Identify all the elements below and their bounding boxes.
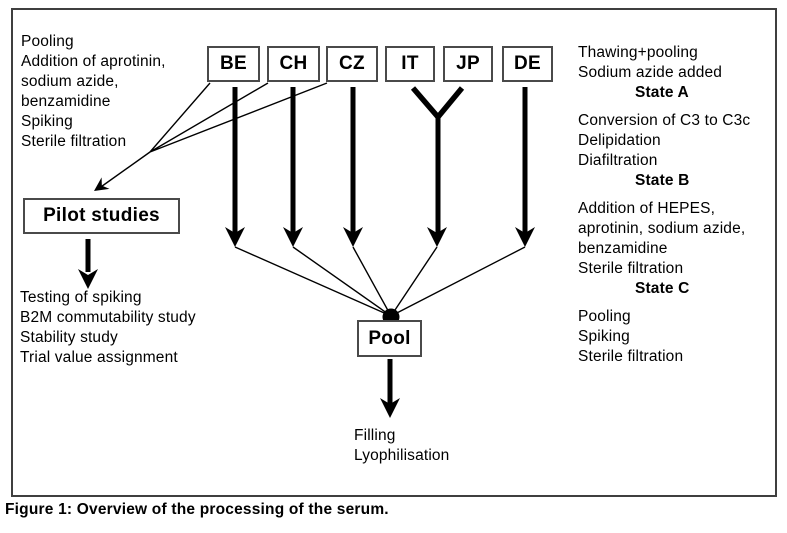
note-line: Sterile filtration <box>21 133 127 150</box>
note-line: Sterile filtration <box>578 260 684 277</box>
note-line: Thawing+pooling <box>578 44 698 61</box>
source-box-jp: JP <box>443 46 493 82</box>
de-arrowhead-icon <box>515 227 535 247</box>
note-line: benzamidine <box>21 93 111 110</box>
note-line: Lyophilisation <box>354 447 450 464</box>
note-line: Stability study <box>20 329 118 346</box>
left-process-notes: Pooling Addition of aprotinin, sodium az… <box>21 32 166 152</box>
pool-out-arrowhead-icon <box>380 398 400 418</box>
note-line: aprotinin, sodium azide, <box>578 220 746 237</box>
output-notes: Filling Lyophilisation <box>354 426 449 466</box>
source-box-de: DE <box>502 46 553 82</box>
pool-box: Pool <box>357 320 422 357</box>
state-c-block: Addition of HEPES, aprotinin, sodium azi… <box>578 199 750 299</box>
note-line: Conversion of C3 to C3c <box>578 112 751 129</box>
state-a-label: State A <box>635 84 689 101</box>
it-jp-merge-y <box>410 86 465 122</box>
ch-arrowhead-icon <box>283 227 303 247</box>
source-box-it: IT <box>385 46 435 82</box>
note-line: Addition of aprotinin, <box>21 53 166 70</box>
note-line: Addition of HEPES, <box>578 200 716 217</box>
pilot-studies-box: Pilot studies <box>23 198 180 234</box>
note-line: Filling <box>354 427 396 444</box>
note-line: B2M commutability study <box>20 309 196 326</box>
note-line: sodium azide, <box>21 73 119 90</box>
note-line: Trial value assignment <box>20 349 178 366</box>
note-line: Spiking <box>21 113 73 130</box>
note-line: Sterile filtration <box>578 348 684 365</box>
source-box-ch: CH <box>267 46 320 82</box>
note-line: Spiking <box>578 328 630 345</box>
be-arrowhead-icon <box>225 227 245 247</box>
pilot-result-notes: Testing of spiking B2M commutability stu… <box>20 288 196 368</box>
note-line: Sodium azide added <box>578 64 723 81</box>
pilot-arrowhead-icon <box>94 177 110 191</box>
final-pooling-block: Pooling Spiking Sterile filtration <box>578 307 750 367</box>
cz-arrowhead-icon <box>343 227 363 247</box>
source-box-cz: CZ <box>326 46 378 82</box>
note-line: Diafiltration <box>578 152 658 169</box>
flow-arrow-shafts <box>85 87 528 404</box>
note-line: Pooling <box>578 308 631 325</box>
note-line: benzamidine <box>578 240 668 257</box>
pilot-connector-lines <box>97 82 328 190</box>
note-line: Pooling <box>21 33 74 50</box>
state-a-block: Thawing+pooling Sodium azide added State… <box>578 43 750 103</box>
figure-border <box>11 8 777 497</box>
pool-converge-lines <box>234 246 526 317</box>
note-line: Delipidation <box>578 132 661 149</box>
note-line: Testing of spiking <box>20 289 142 306</box>
source-box-be: BE <box>207 46 260 82</box>
state-b-label: State B <box>635 172 690 189</box>
state-b-block: Conversion of C3 to C3c Delipidation Dia… <box>578 111 750 191</box>
processing-state-notes: Thawing+pooling Sodium azide added State… <box>578 43 750 375</box>
figure-caption: Figure 1: Overview of the processing of … <box>5 501 389 518</box>
state-c-label: State C <box>635 280 690 297</box>
pilot-down-arrowhead-icon <box>78 269 98 289</box>
it-jp-arrowhead-icon <box>427 227 447 247</box>
